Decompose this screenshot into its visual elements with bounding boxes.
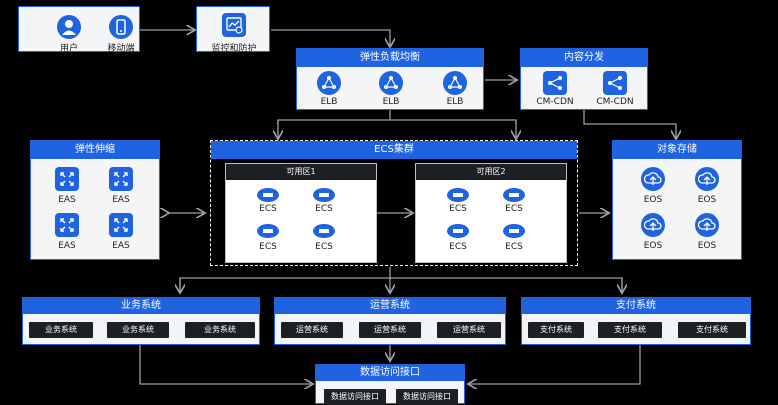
system-chip: 业务系统 — [185, 322, 255, 338]
eos-cloud-upload-icon — [695, 213, 719, 237]
eas-title: 弹性伸缩 — [31, 141, 159, 159]
ecs-cloud-icon — [256, 222, 280, 238]
data-access-chip: 数据访问接口 — [396, 389, 458, 405]
elb-title: 弹性负载均衡 — [297, 49, 483, 67]
payment-system-panel: 支付系统 支付系统 支付系统 支付系统 — [521, 297, 751, 345]
system-chip: 业务系统 — [29, 322, 93, 338]
eos-title: 对象存储 — [613, 141, 741, 159]
ecs-label: ECS — [449, 204, 467, 214]
system-title: 运营系统 — [275, 298, 505, 314]
monitor-label: 监控和防护 — [211, 44, 257, 54]
eos-cloud-upload-icon — [641, 213, 665, 237]
ecs-label: ECS — [449, 242, 467, 252]
elb-icon — [317, 71, 341, 95]
elb-panel: 弹性负载均衡 ELB ELB ELB — [296, 48, 484, 110]
system-chip: 运营系统 — [437, 322, 501, 338]
ecs-cloud-icon — [446, 186, 470, 202]
eas-label: EAS — [112, 241, 130, 251]
eas-expand-icon — [109, 213, 133, 237]
eos-label: EOS — [697, 195, 717, 205]
eas-label: EAS — [58, 195, 76, 205]
cdn-icon — [543, 71, 567, 95]
cdn-icon — [603, 71, 627, 95]
eas-label: EAS — [112, 195, 130, 205]
ecs-label: ECS — [505, 242, 523, 252]
user-mobile-panel: 用户 移动端 — [18, 6, 140, 54]
eas-expand-icon — [55, 213, 79, 237]
elb-icon — [379, 71, 403, 95]
system-title: 支付系统 — [522, 298, 750, 314]
ecs-label: ECS — [315, 242, 333, 252]
system-title: 业务系统 — [23, 298, 259, 314]
operations-system-panel: 运营系统 运营系统 运营系统 运营系统 — [274, 297, 506, 345]
cdn-panel: 内容分发 CM-CDN CM-CDN — [520, 48, 648, 110]
ecs-label: ECS — [259, 204, 277, 214]
monitor-shield-icon — [222, 13, 246, 37]
elb-label: ELB — [382, 97, 400, 107]
eos-cloud-upload-icon — [695, 167, 719, 191]
eos-label: EOS — [697, 241, 717, 251]
ecs-cloud-icon — [446, 222, 470, 238]
availability-zone-2: 可用区2 ECS ECS ECS ECS — [415, 163, 567, 263]
ecs-cloud-icon — [312, 186, 336, 202]
system-chip: 业务系统 — [107, 322, 169, 338]
ecs-label: ECS — [315, 204, 333, 214]
ecs-label: ECS — [505, 204, 523, 214]
eas-panel: 弹性伸缩 EAS EAS EAS EAS — [30, 140, 160, 260]
mobile-icon — [109, 15, 133, 39]
data-access-title: 数据访问接口 — [316, 365, 464, 381]
ecs-cluster-title: ECS集群 — [211, 141, 577, 159]
eos-panel: 对象存储 EOS EOS EOS EOS — [612, 140, 742, 260]
user-icon — [57, 15, 81, 39]
cdn-title: 内容分发 — [521, 49, 647, 67]
eos-cloud-upload-icon — [641, 167, 665, 191]
eas-expand-icon — [109, 167, 133, 191]
eas-expand-icon — [55, 167, 79, 191]
ecs-cluster-panel: ECS集群 可用区1 ECS ECS ECS ECS 可用区2 ECS ECS … — [210, 140, 578, 266]
data-access-panel: 数据访问接口 数据访问接口 数据访问接口 — [315, 364, 465, 405]
system-chip: 支付系统 — [678, 322, 746, 338]
business-system-panel: 业务系统 业务系统 业务系统 业务系统 — [22, 297, 260, 345]
data-access-chip: 数据访问接口 — [324, 389, 386, 405]
cdn-label: CM-CDN — [596, 97, 634, 107]
user-label: 用户 — [59, 44, 78, 54]
ecs-cloud-icon — [502, 222, 526, 238]
system-chip: 支付系统 — [528, 322, 584, 338]
zone-title: 可用区1 — [226, 164, 376, 180]
ecs-cloud-icon — [256, 186, 280, 202]
availability-zone-1: 可用区1 ECS ECS ECS ECS — [225, 163, 377, 263]
ecs-label: ECS — [259, 242, 277, 252]
cdn-label: CM-CDN — [536, 97, 574, 107]
eos-label: EOS — [643, 241, 663, 251]
elb-icon — [443, 71, 467, 95]
eas-label: EAS — [58, 241, 76, 251]
eos-label: EOS — [643, 195, 663, 205]
elb-label: ELB — [446, 97, 464, 107]
system-chip: 支付系统 — [598, 322, 662, 338]
system-chip: 运营系统 — [281, 322, 343, 338]
monitor-panel: 监控和防护 — [196, 6, 270, 54]
system-chip: 运营系统 — [359, 322, 421, 338]
mobile-label: 移动端 — [107, 44, 135, 54]
zone-title: 可用区2 — [416, 164, 566, 180]
ecs-cloud-icon — [312, 222, 336, 238]
ecs-cloud-icon — [502, 186, 526, 202]
elb-label: ELB — [320, 97, 338, 107]
